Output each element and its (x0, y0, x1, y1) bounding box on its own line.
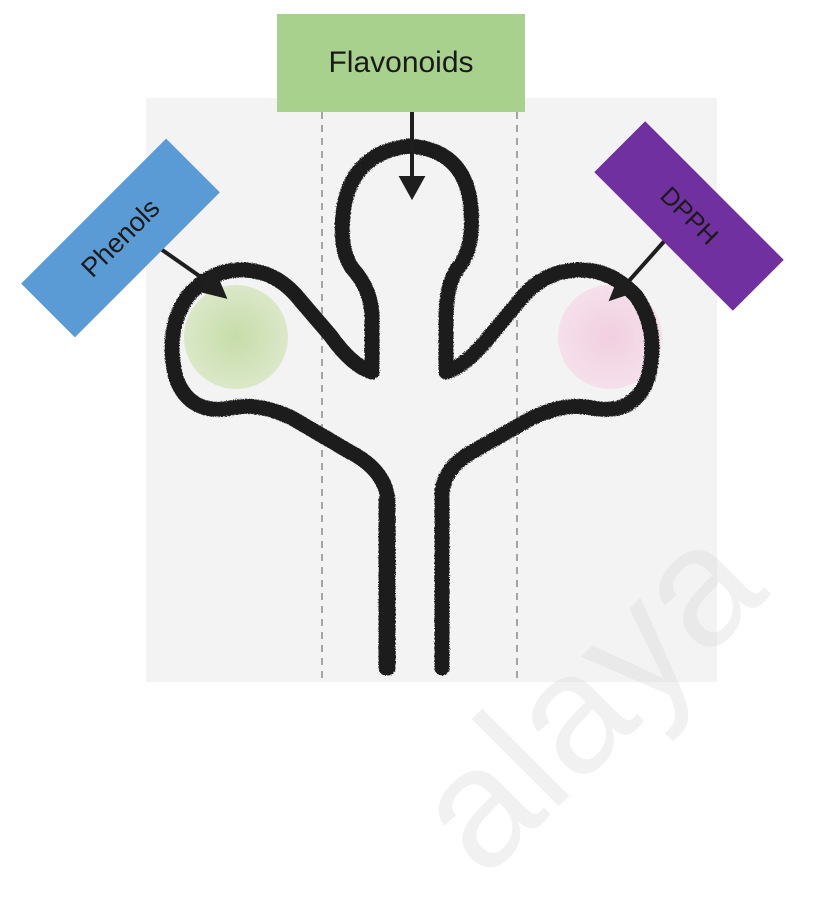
flavonoids-label: Flavonoids (328, 46, 473, 80)
phenols-detection-zone (184, 285, 288, 389)
diagram-canvas: Flavonoids Phenols DPPH alaya (0, 0, 819, 682)
flavonoids-label-box: Flavonoids (277, 14, 525, 112)
dpph-label: DPPH (654, 181, 724, 251)
